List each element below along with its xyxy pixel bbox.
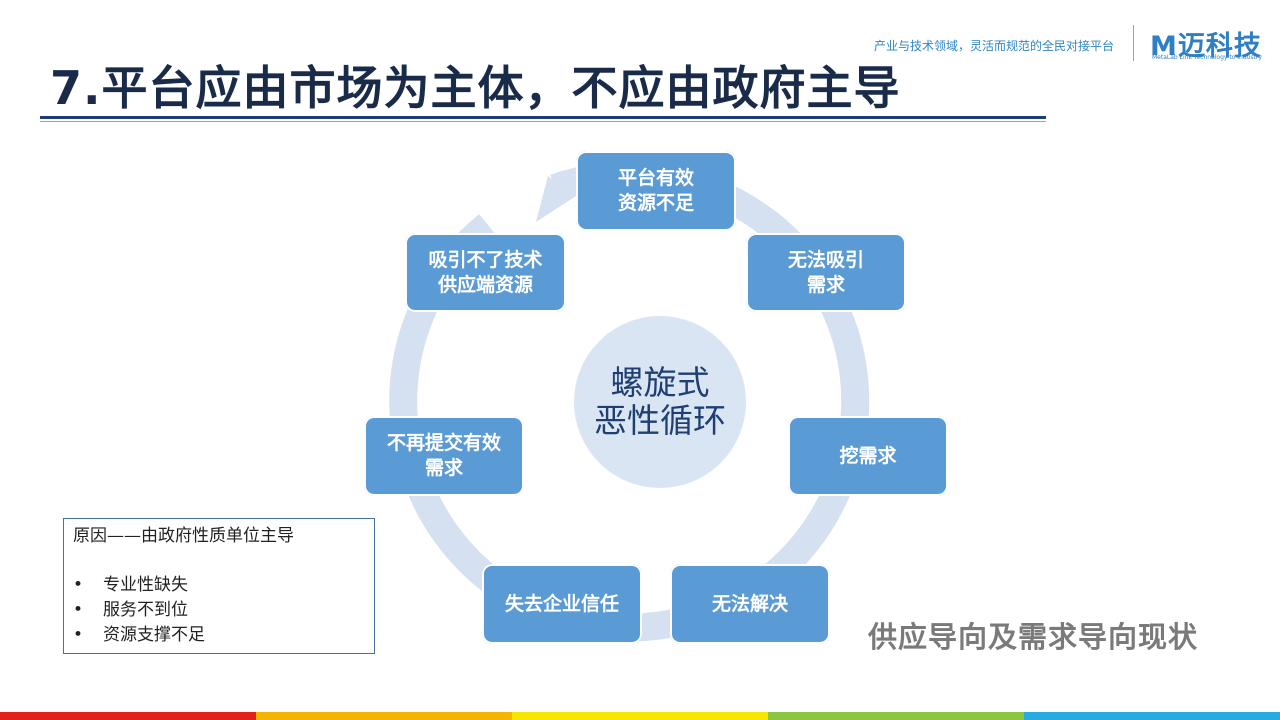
brand-divider xyxy=(1133,25,1134,61)
bottom-bar-segment xyxy=(768,712,1024,720)
reasons-title: 原因——由政府性质单位主导 xyxy=(73,526,294,546)
bottom-bar-segment xyxy=(0,712,256,720)
bottom-bar-segment xyxy=(256,712,512,720)
cycle-node-5: 失去企业信任 xyxy=(482,564,642,644)
reasons-box: 原因——由政府性质单位主导 • 专业性缺失 • 服务不到位 • 资源支撑不足 xyxy=(63,518,375,654)
cycle-node-6-line-1: 不再提交有效 xyxy=(386,432,501,454)
bottom-bar-segment xyxy=(512,712,768,720)
cycle-node-4-line-1: 无法解决 xyxy=(711,592,788,615)
cycle-node-3-line-1: 挖需求 xyxy=(839,444,897,467)
cycle-node-2: 无法吸引 需求 xyxy=(746,233,906,312)
reasons-item: • 专业性缺失 xyxy=(73,573,365,598)
cycle-node-7: 吸引不了技术 供应端资源 xyxy=(405,233,566,312)
brand-logo: M迈科技 xyxy=(1150,31,1262,62)
cycle-center-line-1: 螺旋式 xyxy=(610,363,710,402)
cycle-node-2-line-2: 需求 xyxy=(806,273,845,296)
brand-tagline: 产业与技术领域，灵活而规范的全民对接平台 xyxy=(873,39,1114,53)
cycle-node-2-line-1: 无法吸引 xyxy=(787,248,864,271)
cycle-node-6-line-2: 需求 xyxy=(424,457,463,479)
cycle-node-4: 无法解决 xyxy=(670,564,830,644)
bullet-icon: • xyxy=(73,600,84,620)
cycle-node-7-line-1: 吸引不了技术 xyxy=(428,248,543,271)
reasons-item: • 服务不到位 xyxy=(73,598,365,623)
cycle-center-line-2: 恶性循环 xyxy=(594,401,726,440)
cycle-node-1-line-2: 资源不足 xyxy=(617,192,694,214)
bullet-icon: • xyxy=(73,625,84,645)
cycle-node-1: 平台有效 资源不足 xyxy=(576,151,736,231)
cycle-node-7-line-2: 供应端资源 xyxy=(437,273,533,296)
bottom-bar-segment xyxy=(1024,712,1280,720)
reasons-item-text: 服务不到位 xyxy=(103,600,188,620)
cycle-node-6: 不再提交有效 需求 xyxy=(364,416,524,496)
cycle-node-1-line-1: 平台有效 xyxy=(617,167,694,189)
cycle-center: 螺旋式 恶性循环 xyxy=(574,316,746,488)
bullet-icon: • xyxy=(73,575,84,595)
cycle-node-5-line-1: 失去企业信任 xyxy=(504,592,619,615)
bottom-color-bar xyxy=(0,712,1280,720)
cycle-node-3: 挖需求 xyxy=(788,416,948,496)
page-title: 7.平台应由市场为主体，不应由政府主导 xyxy=(50,61,901,115)
reasons-item: • 资源支撑不足 xyxy=(73,623,365,648)
title-underline-thin xyxy=(40,121,1046,122)
reasons-spacer xyxy=(73,549,365,573)
status-caption: 供应导向及需求导向现状 xyxy=(868,620,1199,654)
title-underline xyxy=(40,116,1046,119)
reasons-item-text: 专业性缺失 xyxy=(103,575,188,595)
reasons-item-text: 资源支撑不足 xyxy=(103,625,205,645)
cycle-arrow-head xyxy=(536,176,576,222)
brand-subtitle: MetaLab Link Technology to Industry xyxy=(1152,54,1262,61)
